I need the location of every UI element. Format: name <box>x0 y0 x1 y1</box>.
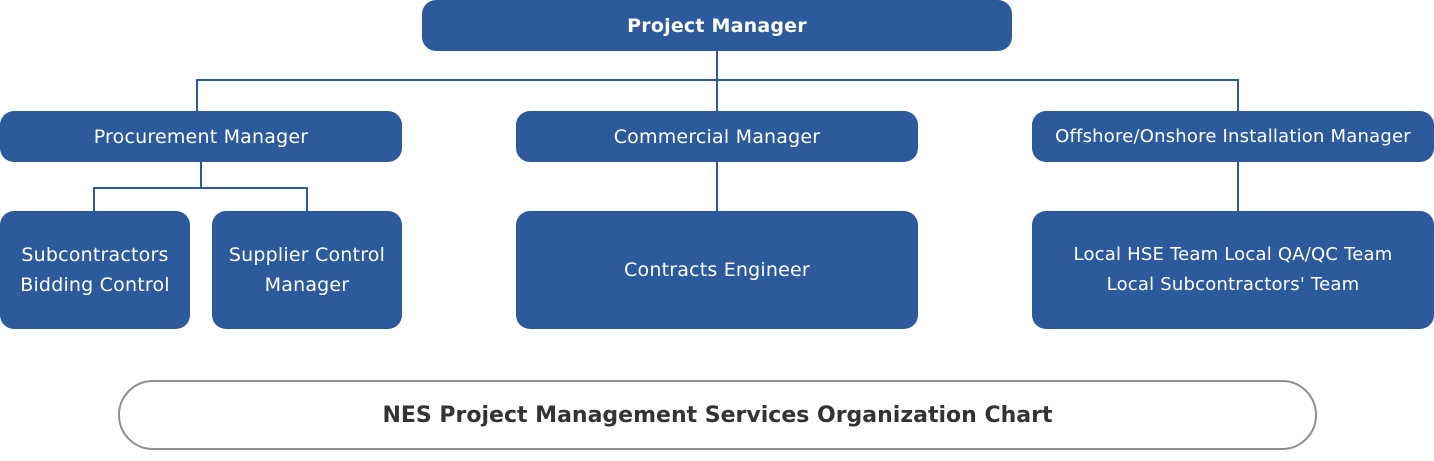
node-local-teams-line1: Local HSE Team Local QA/QC Team <box>1073 244 1393 265</box>
node-subcontractors-line2: Bidding Control <box>20 274 170 296</box>
node-installation-manager: Offshore/Onshore Installation Manager <box>1032 111 1434 162</box>
node-subcontractors-line1: Subcontractors <box>21 244 169 266</box>
connector-to-subcontractors <box>93 187 95 211</box>
connector-commercial-down <box>716 162 718 211</box>
node-procurement-manager-label: Procurement Manager <box>93 125 309 148</box>
node-local-teams: Local HSE Team Local QA/QC Team Local Su… <box>1032 211 1434 329</box>
chart-title: NES Project Management Services Organiza… <box>382 402 1053 428</box>
chart-title-caption: NES Project Management Services Organiza… <box>118 380 1317 450</box>
node-subcontractors-bidding-control: Subcontractors Bidding Control <box>0 211 190 329</box>
node-project-manager-label: Project Manager <box>627 14 807 37</box>
connector-installation-down <box>1237 162 1239 211</box>
node-procurement-manager: Procurement Manager <box>0 111 402 162</box>
connector-to-installation <box>1237 79 1239 111</box>
node-project-manager: Project Manager <box>422 0 1012 51</box>
node-commercial-manager: Commercial Manager <box>516 111 918 162</box>
connector-procurement-down <box>200 162 202 188</box>
node-supplier-control-line1: Supplier Control <box>228 244 386 266</box>
node-contracts-engineer: Contracts Engineer <box>516 211 918 329</box>
connector-procurement-horizontal <box>93 187 308 189</box>
connector-managers-horizontal <box>196 79 1239 81</box>
connector-root-down <box>716 51 718 111</box>
node-installation-manager-label: Offshore/Onshore Installation Manager <box>1055 125 1411 147</box>
node-commercial-manager-label: Commercial Manager <box>613 125 821 148</box>
connector-to-supplier-control <box>306 187 308 211</box>
node-supplier-control-manager: Supplier Control Manager <box>212 211 402 329</box>
connector-to-procurement <box>196 79 198 111</box>
node-contracts-engineer-label: Contracts Engineer <box>624 259 810 281</box>
node-supplier-control-line2: Manager <box>264 274 350 296</box>
node-local-teams-line2: Local Subcontractors' Team <box>1106 274 1360 295</box>
